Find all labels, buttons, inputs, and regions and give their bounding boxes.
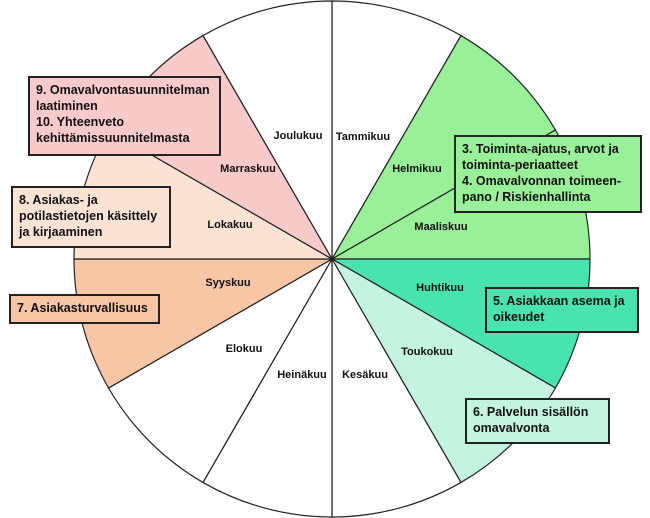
month-label: Joulukuu	[274, 130, 323, 142]
month-label: Huhtikuu	[416, 282, 464, 294]
callout-theme-7: 7. Asiakasturvallisuus	[9, 294, 160, 324]
sector-7	[202, 256, 333, 518]
sector-2	[330, 34, 557, 261]
month-label: Lokakuu	[207, 219, 252, 231]
callout-line: omavalvonta	[473, 421, 550, 435]
month-label: Helmikuu	[392, 163, 442, 175]
callout-line: toiminta-periaatteet	[462, 158, 578, 172]
month-label: Marraskuu	[220, 163, 276, 175]
sector-12	[202, 0, 333, 262]
month-label: Elokuu	[226, 343, 263, 355]
callout-line: 10. Yhteenveto	[36, 115, 125, 129]
callout-line: kehittämissuunnitelmasta	[36, 131, 190, 145]
callout-line: 8. Asiakas- ja	[19, 193, 98, 207]
callout-line: potilastietojen käsittely	[19, 209, 158, 223]
callout-line: laatiminen	[36, 99, 98, 113]
sector-9	[73, 258, 335, 389]
callout-line: pano / Riskienhallinta	[462, 190, 591, 204]
callout-themes-9-10: 9. Omavalvontasuunnitelman laatiminen 10. …	[28, 76, 221, 156]
callout-line: 4. Omavalvonnan toimeen-	[462, 174, 622, 188]
sector-8	[107, 257, 334, 484]
callout-line: ja kirjaaminen	[19, 225, 103, 239]
month-label: Kesäkuu	[342, 369, 388, 381]
month-label: Maaliskuu	[414, 221, 467, 233]
callout-themes-3-4: 3. Toiminta-ajatus, arvot ja toiminta-per…	[454, 135, 642, 213]
callout-theme-5: 5. Asiakkaan asema ja oikeudet	[485, 287, 639, 333]
month-label: Heinäkuu	[277, 369, 327, 381]
sector-6	[331, 256, 462, 518]
callout-line: 7. Asiakasturvallisuus	[17, 301, 148, 315]
callout-line: 5. Asiakkaan asema ja	[493, 294, 625, 308]
month-label: Toukokuu	[401, 346, 453, 358]
callout-line: 6. Palvelun sisällön	[473, 405, 589, 419]
callout-line: oikeudet	[493, 310, 545, 324]
callout-theme-8: 8. Asiakas- ja potilastietojen käsittely j…	[11, 186, 171, 248]
callout-line: 3. Toiminta-ajatus, arvot ja	[462, 142, 619, 156]
month-label: Tammikuu	[336, 131, 390, 143]
callout-theme-6: 6. Palvelun sisällön omavalvonta	[465, 398, 610, 444]
sector-1	[331, 0, 462, 262]
callout-line: 9. Omavalvontasuunnitelman	[36, 83, 210, 97]
month-label: Syyskuu	[205, 277, 250, 289]
